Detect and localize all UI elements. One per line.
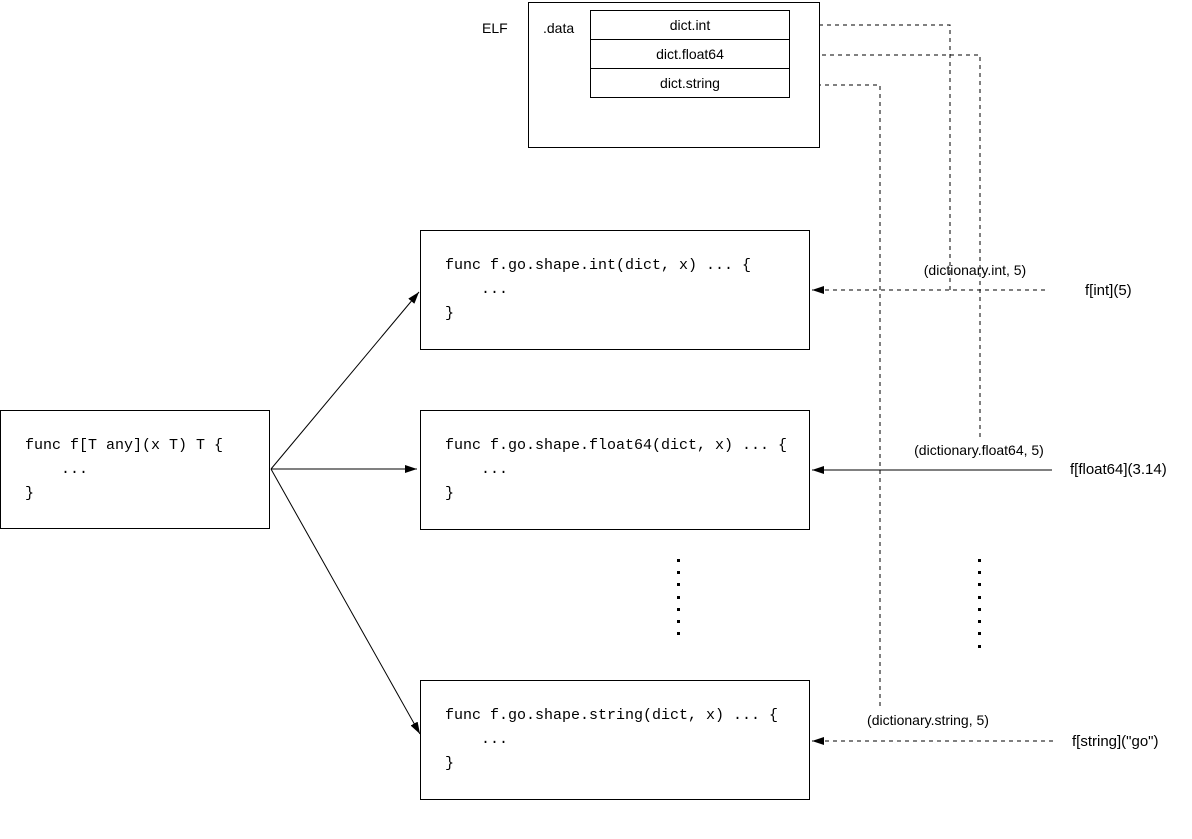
ellipsis-shape-functions — [677, 559, 680, 635]
arrow-generic-to-shape-string — [270, 468, 421, 735]
ellipsis-call-sites — [978, 559, 981, 648]
arrow-call-int-to-dict — [792, 21, 951, 290]
arrow-call-float64-to-dict — [792, 51, 981, 437]
arrow-generic-to-shape-int — [270, 291, 420, 470]
arrow-call-string-to-dict — [792, 81, 881, 706]
